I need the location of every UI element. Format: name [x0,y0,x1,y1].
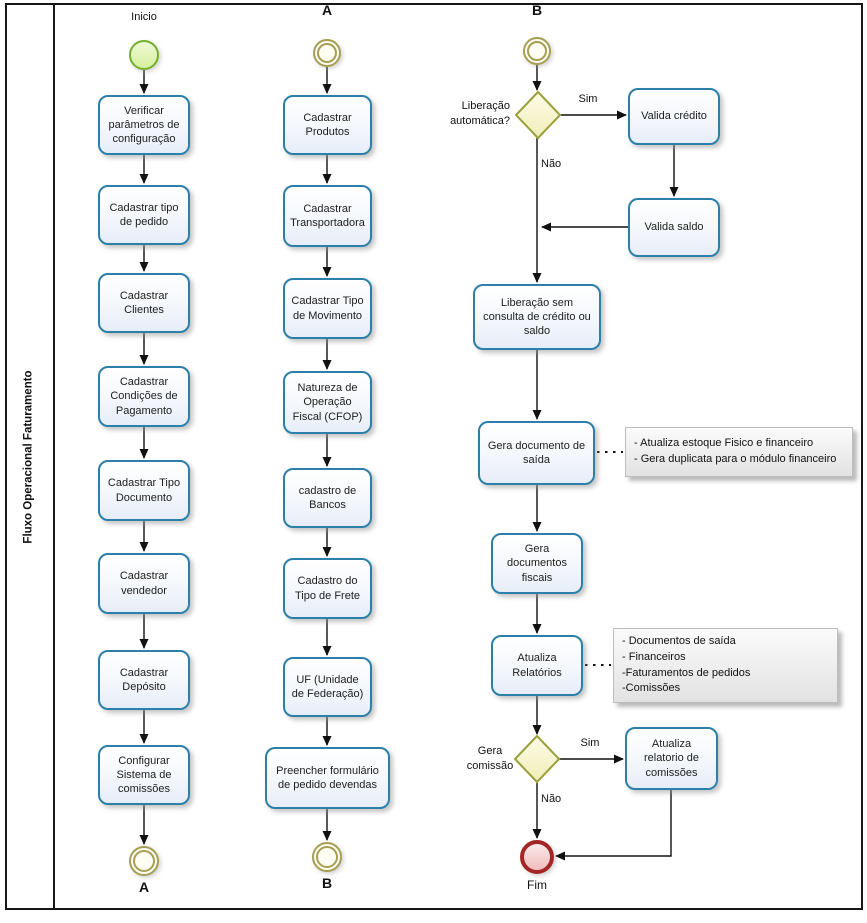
task-verificar-parametros: Verificar parâmetros de configuração [98,95,190,155]
decision2-label: Gera comissão [466,745,514,772]
start-event-label: Inicio [131,11,157,23]
task-gera-documento-saida: Gera documento de saída [478,421,595,485]
task-cadastrar-tipo-pedido: Cadastrar tipo de pedido [98,185,190,245]
connector-a-out-circle [129,846,159,876]
task-configurar-comissoes: Configurar Sistema de comissões [98,745,190,805]
end-event-label: Fim [527,878,547,892]
task-cadastrar-produtos: Cadastrar Produtos [283,95,372,155]
task-atualiza-relatorios: Atualiza Relatórios [491,635,583,696]
task-cadastro-tipo-frete: Cadastro do Tipo de Frete [283,558,372,619]
task-cadastrar-clientes: Cadastrar Clientes [98,273,190,333]
task-valida-saldo: Valida saldo [628,198,720,257]
decision2-yes-label: Sim [580,737,600,749]
task-cadastro-bancos: cadastro de Bancos [283,468,372,528]
lane-title: Fluxo Operacional Faturamento [23,369,36,544]
annotation-line: - Financeiros [622,650,686,663]
task-liberacao-sem-consulta: Liberação sem consulta de crédito ou sal… [473,284,601,350]
connector-inner-ring [133,850,155,872]
task-atualiza-relatorio-comissoes: Atualiza relatorio de comissões [625,727,718,790]
connector-a-in-label: A [321,2,333,18]
lane-label-band: Fluxo Operacional Faturamento [5,3,53,910]
task-preencher-formulario: Preencher formulário de pedido devendas [265,747,390,809]
annotation-line: - Gera duplicata para o módulo financeir… [634,453,837,465]
task-cadastrar-deposito: Cadastrar Depósito [98,650,190,710]
decision1-label: Liberação automática? [450,100,510,127]
task-valida-credito: Valida crédito [628,88,720,145]
annotation-relatorios: - Documentos de saída - Financeiros -Fat… [613,628,838,703]
annotation-line: -Faturamentos de pedidos [622,666,751,679]
task-cadastrar-transportadora: Cadastrar Transportadora [283,185,372,247]
annotation-documento-saida: - Atualiza estoque Fisico e financeiro -… [625,427,853,477]
task-cadastrar-tipo-movimento: Cadastrar Tipo de Movimento [283,278,372,339]
connector-inner-ring [317,43,337,63]
task-uf-unidade-federacao: UF (Unidade de Federação) [283,657,372,717]
task-cadastrar-condicoes: Cadastrar Condições de Pagamento [98,366,190,427]
connector-b-in-circle [523,37,551,65]
task-cadastrar-tipo-doc: Cadastrar Tipo Documento [98,460,190,521]
connector-b-out-label: B [321,875,333,891]
decision2-no-label: Não [541,793,562,805]
connector-b-in-label: B [531,2,543,18]
task-gera-documentos-fiscais: Gera documentos fiscais [491,533,583,594]
annotation-line: -Comissões [622,682,681,695]
annotation-line: - Atualiza estoque Fisico e financeiro [634,437,814,450]
connector-a-in-circle [313,39,341,67]
lane-divider [53,3,55,910]
task-cadastrar-vendedor: Cadastrar vendedor [98,553,190,614]
annotation-line: - Documentos de saída [622,635,736,648]
start-event-circle [129,40,159,70]
task-natureza-operacao-cfop: Natureza de Operação Fiscal (CFOP) [283,371,372,434]
end-event-circle [520,840,554,874]
connector-inner-ring [316,846,338,868]
pool-border [5,3,863,910]
connector-b-out-circle [312,842,342,872]
decision1-yes-label: Sim [578,93,598,105]
connector-a-out-label: A [138,879,150,895]
decision1-no-label: Não [541,158,562,170]
connector-inner-ring [527,41,547,61]
